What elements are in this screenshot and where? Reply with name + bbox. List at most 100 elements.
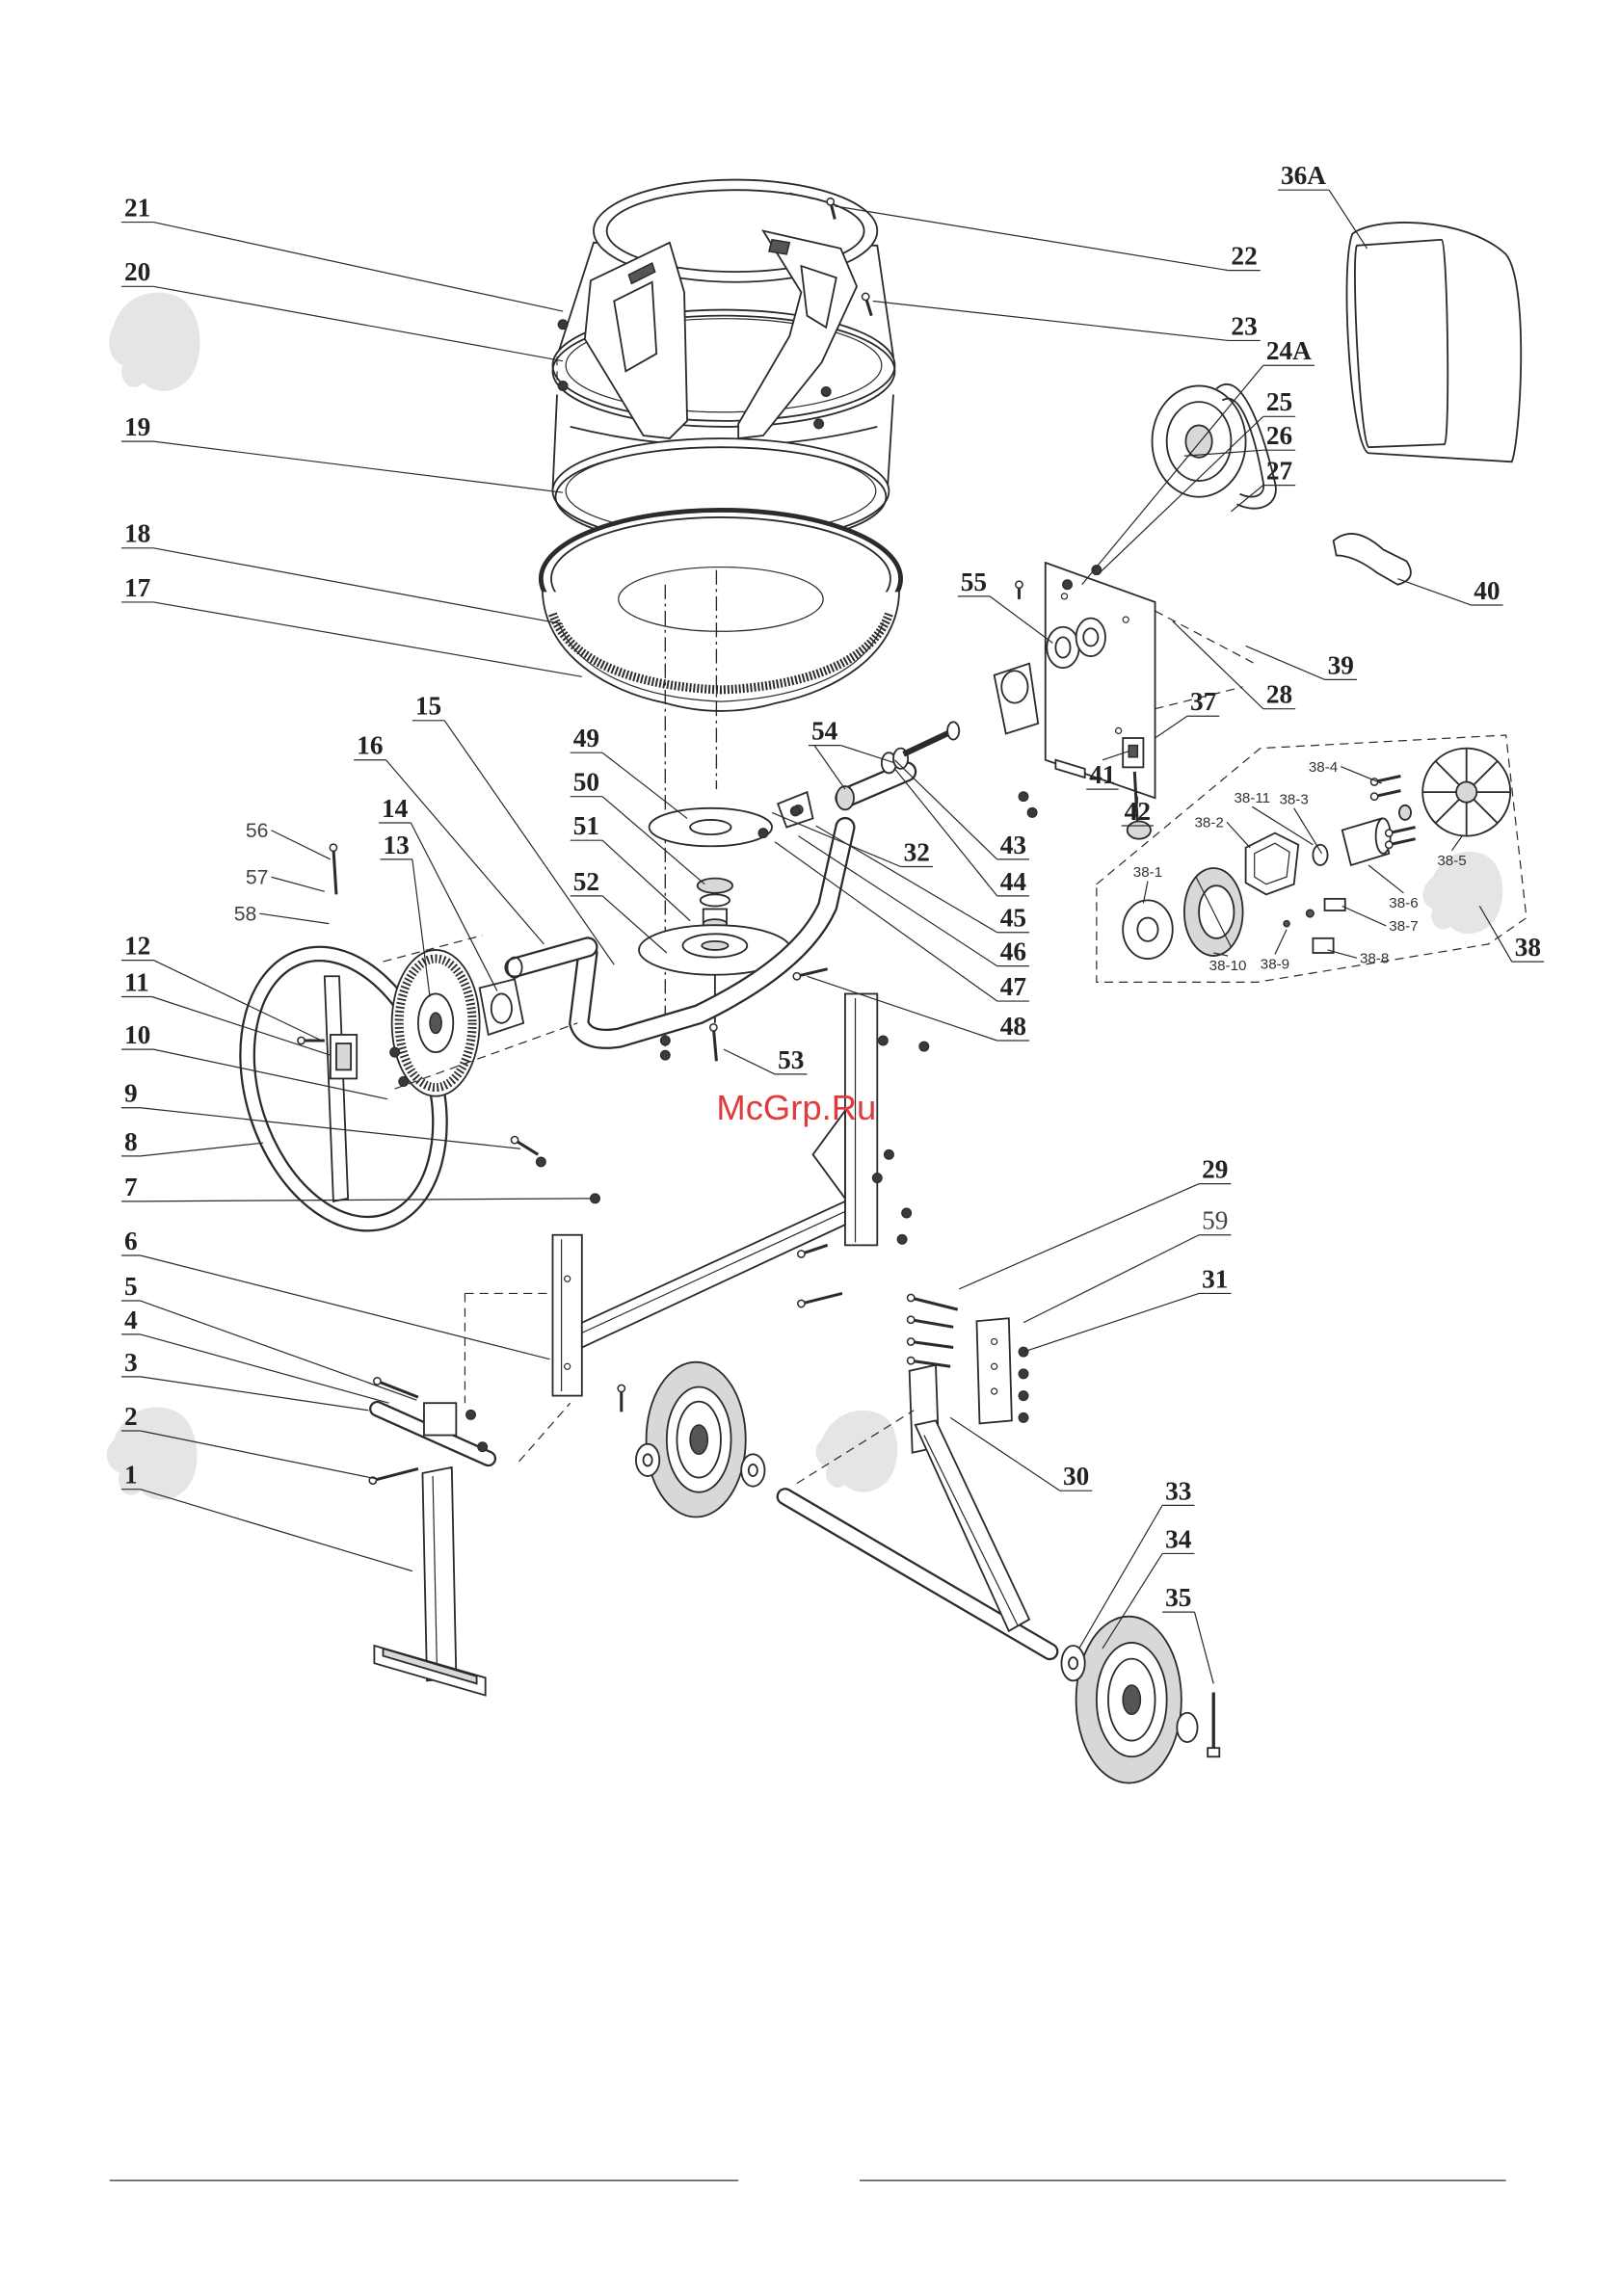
leader-line-22 (835, 206, 1228, 271)
leader-line-29 (959, 1184, 1199, 1289)
nut (399, 1077, 409, 1087)
leader-line-54-b (814, 746, 845, 790)
leader-line-51 (602, 840, 690, 920)
callout-label-18: 18 (124, 519, 150, 548)
nut (885, 1149, 894, 1159)
leader-line-36A (1329, 190, 1367, 249)
leader-line-1 (141, 1490, 412, 1571)
callout-label-1: 1 (124, 1461, 138, 1490)
stand-leg-1 (374, 1467, 485, 1696)
callout-label-5: 5 (124, 1272, 138, 1301)
callout-label-21: 21 (124, 193, 150, 222)
bolt-head (908, 1294, 915, 1301)
bolt (333, 848, 336, 895)
leader-line-57 (272, 877, 325, 891)
nut (821, 387, 831, 397)
end-cap-38-1 (1123, 900, 1173, 959)
leader-line-38-4 (1341, 767, 1381, 783)
bolt-head (1370, 793, 1377, 800)
callout-label-13: 13 (383, 831, 409, 859)
leader-line-53 (724, 1049, 775, 1074)
leader-line-55 (990, 596, 1052, 644)
callout-label-50: 50 (573, 768, 599, 797)
leader-line-35 (1195, 1612, 1214, 1683)
bracket-11 (331, 1035, 357, 1079)
callout-label-30: 30 (1063, 1462, 1089, 1491)
callout-label-9: 9 (124, 1079, 138, 1108)
callout-label-38: 38 (1515, 933, 1541, 962)
callout-label-3: 3 (124, 1348, 138, 1377)
nut (558, 382, 568, 391)
leader-line-38-6 (1368, 865, 1403, 893)
callout-label-57: 57 (246, 867, 269, 889)
callout-label-2: 2 (124, 1402, 138, 1431)
nut (1063, 580, 1073, 590)
callout-label-22: 22 (1231, 242, 1257, 271)
bracket-31 (976, 1318, 1011, 1423)
callout-label-16: 16 (357, 731, 383, 760)
bearing-housing-14 (480, 979, 524, 1035)
fan-38-5 (1422, 749, 1510, 836)
callout-label-58: 58 (234, 904, 257, 926)
leader-line-12 (153, 961, 321, 1041)
callout-label-29: 29 (1202, 1155, 1228, 1184)
nut (660, 1036, 670, 1045)
leader-line-56 (272, 831, 331, 859)
pulley-26 (1153, 385, 1246, 496)
handle-40 (1334, 534, 1411, 585)
bolt-head (1386, 841, 1393, 848)
leader-line-58 (259, 913, 329, 923)
bolt-head (330, 844, 336, 851)
callout-label-38-8: 38-8 (1360, 951, 1389, 967)
wheel-left (647, 1362, 746, 1517)
nut (660, 1050, 670, 1060)
nut (558, 320, 568, 330)
bolt (797, 969, 828, 977)
bolt-head (618, 1385, 624, 1391)
callout-label-35: 35 (1165, 1583, 1191, 1612)
leader-line-5 (141, 1301, 417, 1400)
bolt-head (908, 1338, 915, 1345)
nut (902, 1208, 912, 1218)
leader-line-8 (141, 1143, 263, 1156)
handwheel-spoke (325, 976, 348, 1201)
callout-label-38-9: 38-9 (1261, 957, 1289, 973)
callout-label-15: 15 (415, 692, 441, 721)
callout-label-52: 52 (573, 867, 599, 896)
nut (814, 419, 824, 429)
gear-disc-13 (392, 950, 480, 1096)
nut (1019, 1391, 1028, 1401)
bolt (377, 1381, 417, 1397)
bolt-head (710, 1024, 717, 1031)
callout-label-23: 23 (1231, 311, 1257, 340)
leader-line-19 (153, 441, 563, 492)
bolt-head (374, 1378, 381, 1385)
nut (1019, 792, 1028, 802)
callout-label-46: 46 (1000, 937, 1026, 966)
nut (466, 1410, 476, 1419)
leader-line-3 (141, 1377, 369, 1411)
callout-label-59: 59 (1202, 1206, 1228, 1235)
leader-line-28 (1173, 621, 1263, 709)
callout-label-37: 37 (1190, 687, 1216, 716)
callout-label-55: 55 (961, 567, 987, 596)
callout-label-38-11: 38-11 (1234, 790, 1270, 806)
callout-label-38-10: 38-10 (1209, 958, 1247, 974)
bolt (713, 1027, 716, 1061)
watermark-text: McGrp.Ru (716, 1088, 876, 1127)
bolt-head (511, 1137, 518, 1144)
wheel-right (1076, 1617, 1182, 1783)
leader-line-30 (950, 1417, 1060, 1491)
pinion-disc-49 (650, 808, 772, 846)
callout-label-53: 53 (778, 1045, 804, 1074)
tube-54 (837, 749, 908, 810)
leader-line-38-5 (1452, 836, 1463, 851)
callout-label-44: 44 (1000, 867, 1027, 896)
bolt-head (827, 198, 834, 205)
nut (591, 1194, 600, 1203)
bearing-housing (995, 664, 1039, 734)
bolt (911, 1341, 953, 1347)
nut (536, 1157, 545, 1167)
leader-line-37 (1155, 716, 1187, 738)
nut (758, 829, 768, 838)
